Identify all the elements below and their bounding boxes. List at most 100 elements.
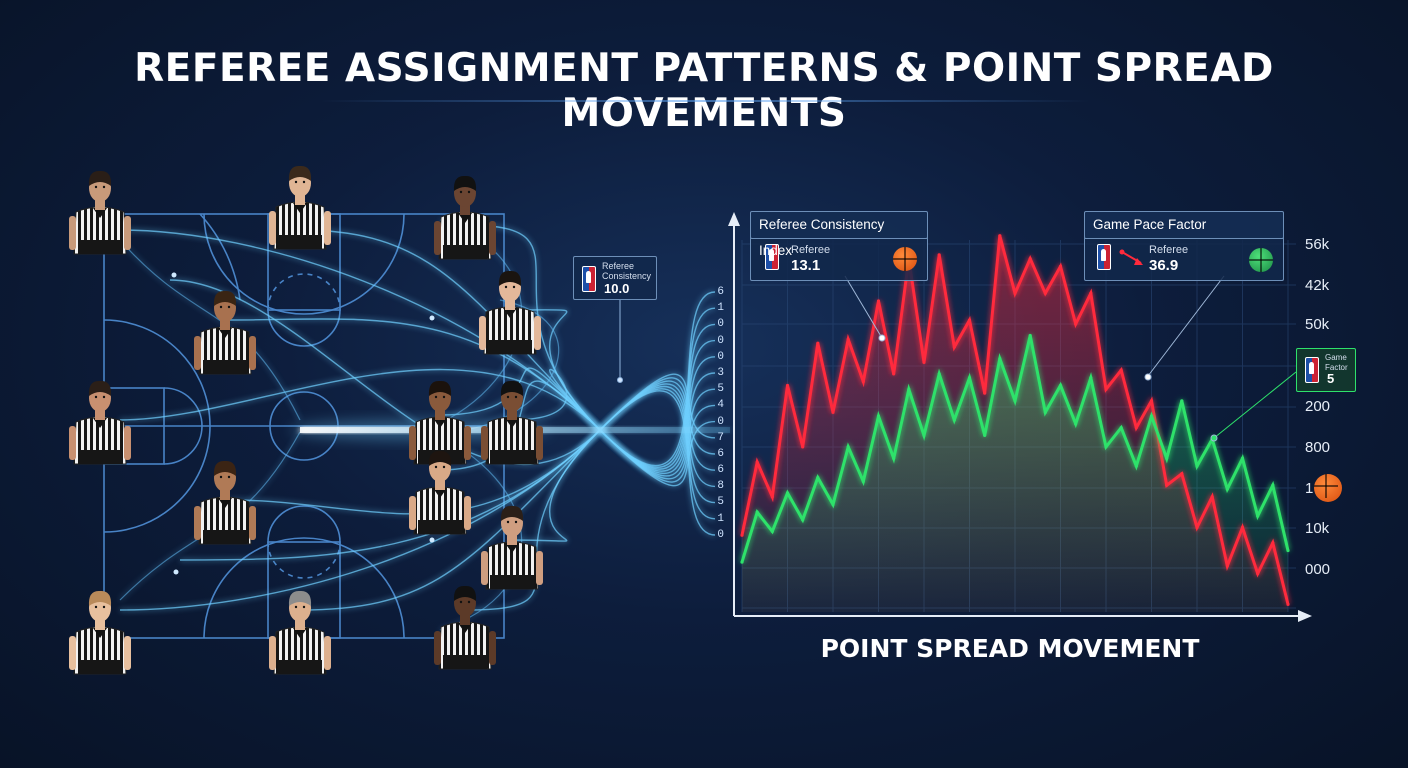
flow-node	[429, 315, 435, 321]
data-point	[907, 387, 911, 391]
info-label: Referee	[791, 244, 831, 256]
sequence-number: 0	[717, 528, 724, 541]
referee-figures	[69, 165, 543, 675]
data-point	[1286, 602, 1290, 606]
flow-node	[173, 569, 179, 575]
data-point	[1165, 456, 1169, 460]
game-pace-factor-box: Referee 36.9	[1084, 236, 1284, 281]
data-point	[952, 418, 956, 422]
data-point	[1271, 541, 1275, 545]
sequence-number: 1	[717, 512, 724, 525]
title-underline	[320, 100, 1090, 102]
info-title: Referee Consistency Index	[750, 211, 928, 258]
referee-figure	[409, 450, 471, 535]
data-point	[1028, 333, 1032, 338]
orange-basketball-icon	[893, 247, 917, 271]
flow-line	[169, 279, 716, 536]
data-point	[1165, 483, 1169, 487]
y-tick-label: 50k	[1305, 316, 1330, 333]
data-point	[1225, 487, 1229, 491]
data-point	[785, 383, 790, 388]
orange-basketball-icon	[1314, 474, 1342, 502]
data-point	[952, 345, 956, 349]
info-value: 36.9	[1149, 257, 1179, 274]
sequence-number: 7	[717, 431, 724, 444]
data-point	[831, 410, 835, 414]
referee-figure	[409, 380, 471, 465]
sequence-number: 4	[717, 399, 724, 412]
referee-figure	[194, 460, 256, 545]
data-point	[1043, 410, 1047, 414]
data-point	[1149, 399, 1154, 403]
data-point	[1058, 383, 1063, 388]
y-tick-label: 1	[1305, 480, 1314, 497]
flow-line	[119, 239, 301, 421]
flow-node	[429, 537, 435, 543]
data-point	[1195, 525, 1199, 530]
data-point	[1104, 387, 1108, 391]
nba-logo-icon	[1305, 357, 1319, 383]
y-tick-label: 56k	[1305, 236, 1330, 253]
data-point	[1240, 456, 1245, 460]
referee-consistency-callout: Referee Consistency 10.0	[573, 256, 657, 300]
sequence-number: 6	[717, 286, 724, 298]
data-point	[876, 299, 881, 303]
data-point	[846, 337, 850, 341]
data-point	[740, 533, 744, 537]
data-point	[1134, 464, 1138, 468]
sequence-number: 3	[717, 366, 724, 379]
data-point	[1256, 572, 1260, 576]
callout-value: 10.0	[604, 281, 630, 296]
referee-callout-leader	[617, 300, 623, 383]
data-point	[876, 414, 881, 418]
sequence-number: 0	[717, 334, 724, 347]
data-point	[1013, 399, 1017, 403]
y-tick-label: 200	[1305, 398, 1331, 415]
data-point	[1210, 495, 1214, 499]
data-point	[967, 318, 972, 322]
data-point	[1240, 525, 1245, 530]
sequence-number: 5	[717, 383, 724, 396]
game-factor-badge: Game Factor 5	[1296, 348, 1356, 392]
flow-node	[171, 272, 177, 278]
data-point	[861, 380, 865, 384]
data-point	[1225, 564, 1229, 568]
sequence-number: 0	[717, 415, 724, 428]
referee-figure	[434, 175, 496, 260]
data-point	[892, 456, 896, 460]
nba-logo-icon	[1097, 244, 1111, 270]
badge-label: Game Factor	[1325, 353, 1348, 372]
sequence-number: 0	[717, 318, 724, 331]
sequence-number: 0	[717, 350, 724, 363]
sequence-number: 1	[717, 302, 724, 315]
data-point	[755, 460, 759, 464]
sequence-number: 6	[717, 464, 724, 477]
referee-consistency-index-box: Referee 13.1	[750, 236, 928, 281]
data-point	[983, 433, 987, 437]
nba-logo-icon	[765, 244, 779, 270]
data-point	[1286, 548, 1290, 553]
data-point	[1058, 264, 1063, 268]
series-area	[742, 335, 1288, 612]
data-point	[937, 372, 941, 376]
data-point	[740, 560, 744, 564]
referee-figure	[481, 380, 543, 465]
data-point	[967, 376, 972, 380]
data-point	[998, 234, 1002, 238]
data-point	[922, 360, 926, 364]
callout-label: Referee Consistency	[602, 261, 652, 281]
y-tick-label: 800	[1305, 439, 1331, 456]
y-tick-label: 42k	[1305, 277, 1330, 294]
point-spread-chart	[728, 212, 1312, 622]
referee-figure	[481, 505, 543, 590]
data-point	[1180, 472, 1184, 476]
data-point	[1134, 426, 1138, 430]
referee-figure	[479, 270, 541, 355]
data-point	[1074, 322, 1078, 326]
nba-logo-icon	[582, 266, 596, 292]
referee-figure	[69, 380, 131, 465]
data-point	[1149, 414, 1154, 418]
referee-figure	[194, 290, 256, 375]
data-point	[1271, 483, 1275, 487]
